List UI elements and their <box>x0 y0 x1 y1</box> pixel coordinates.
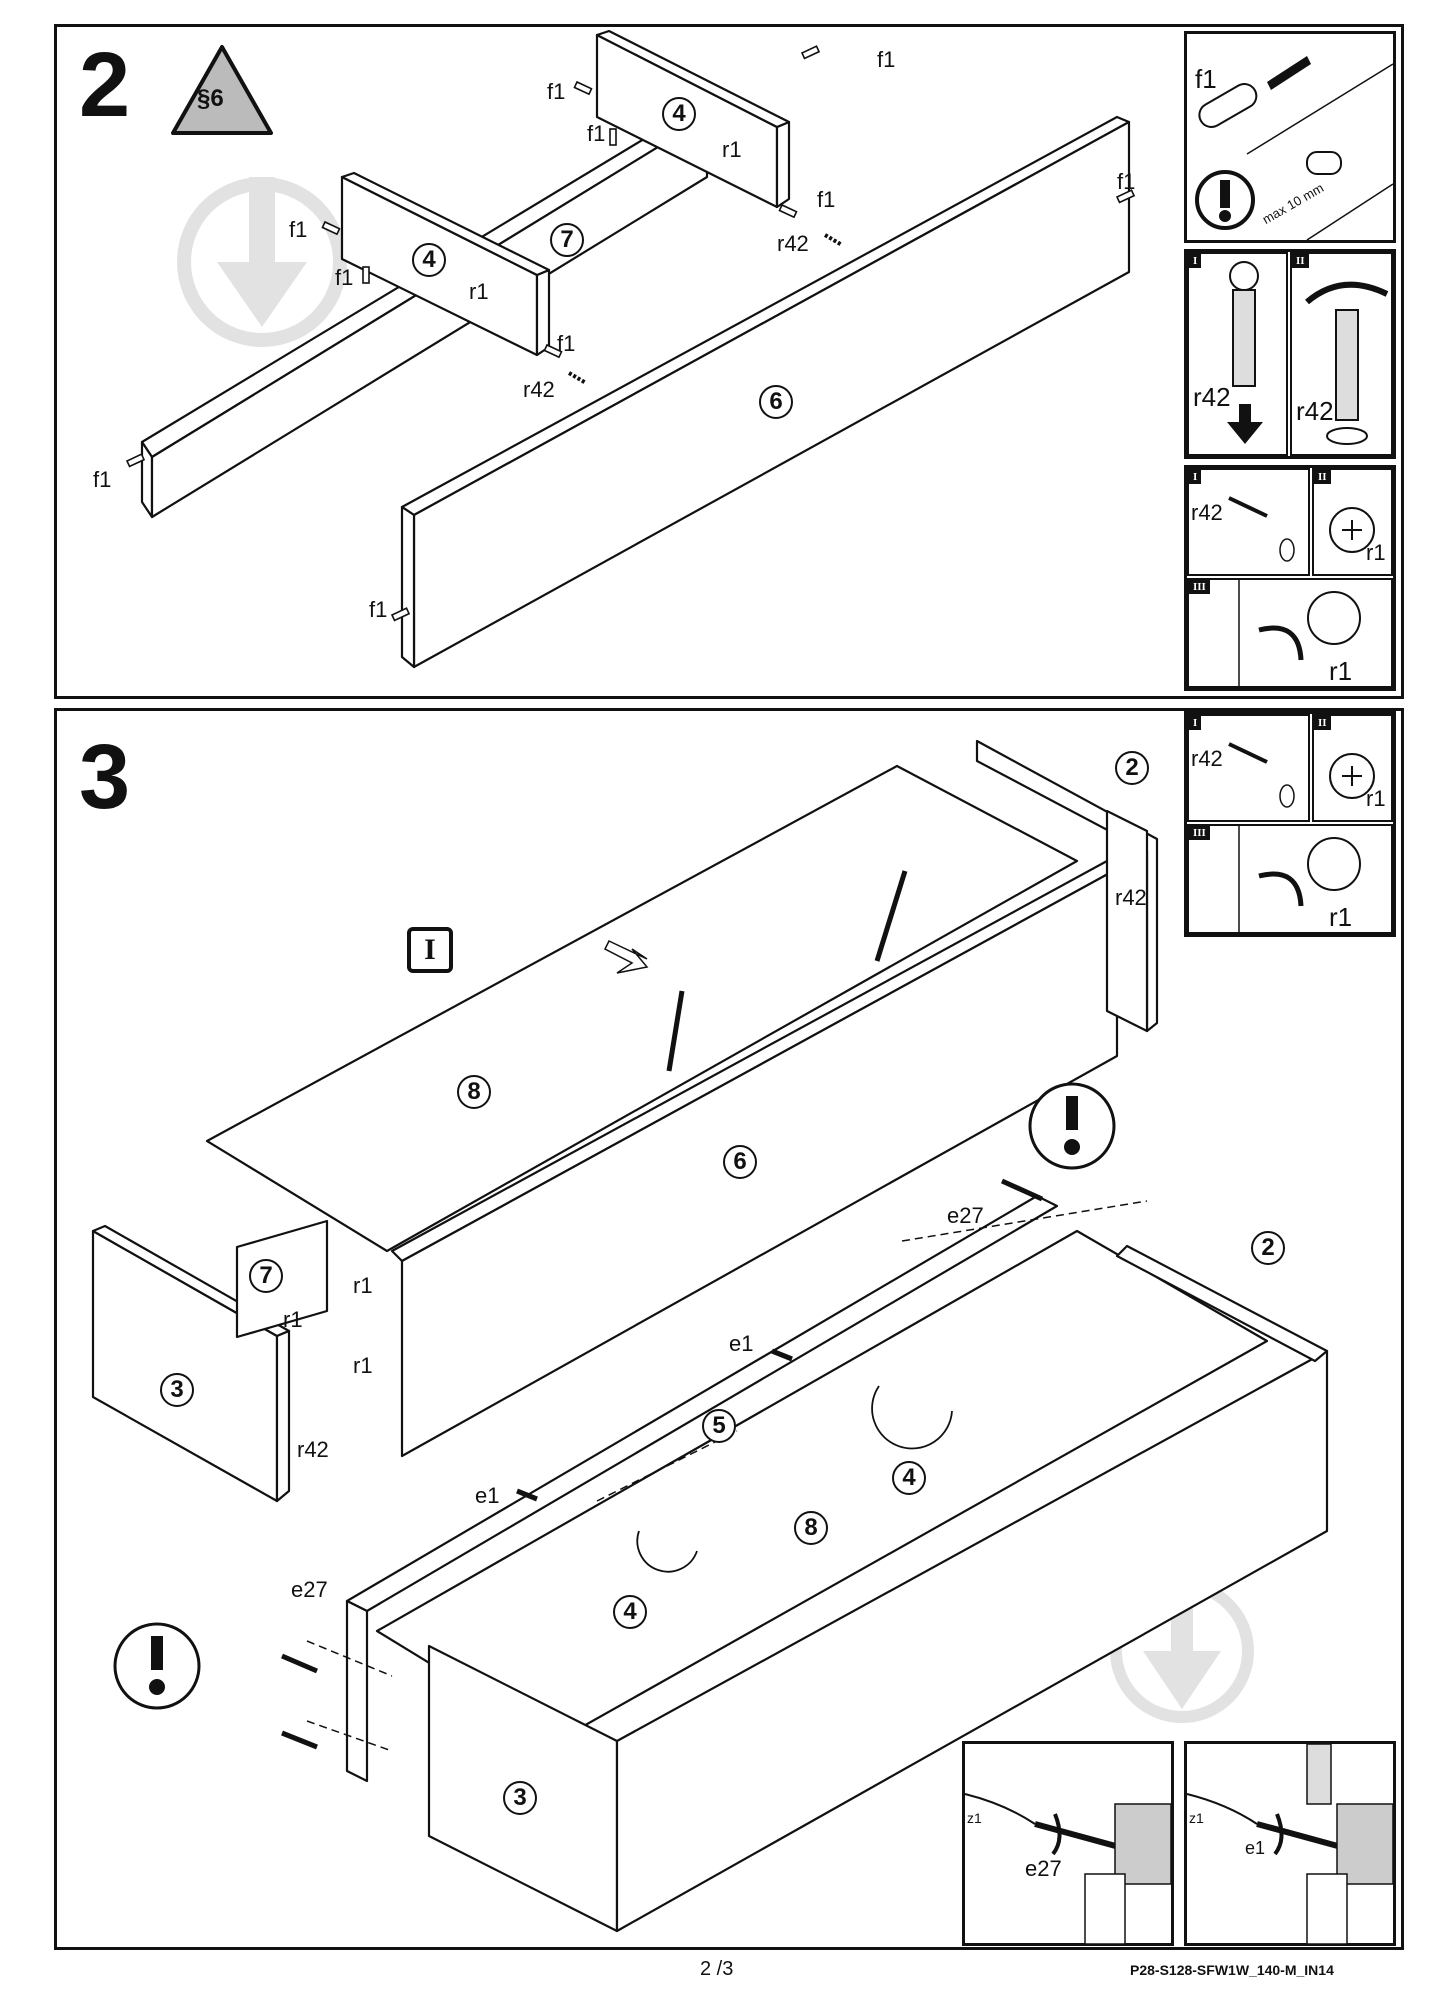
step-tag: I <box>1189 716 1202 730</box>
bolt-insert-icon <box>1228 496 1295 562</box>
label-r42: r42 <box>1115 885 1147 910</box>
tool-label: z1 <box>967 1810 982 1826</box>
step-3-panel: 3 I II <box>54 708 1404 1950</box>
label-r1: r1 <box>722 137 742 162</box>
cam-lock-inset: I r42 II r1 III r1 <box>1184 711 1396 937</box>
part-7-callout: 7 <box>249 1259 283 1293</box>
label-r1: r1 <box>353 1273 373 1298</box>
screw-label: e1 <box>1245 1838 1266 1858</box>
cam-lock-label: r1 <box>1329 902 1353 932</box>
cam-lock-icon <box>1329 753 1375 799</box>
step-tag: III <box>1189 826 1210 840</box>
label-r42: r42 <box>523 377 555 402</box>
label-r42: r42 <box>297 1437 329 1462</box>
tool-label: z1 <box>1189 1810 1204 1826</box>
label-r1: r1 <box>283 1307 303 1332</box>
part-3-callout: 3 <box>503 1781 537 1815</box>
label-f1: f1 <box>369 597 388 622</box>
dowel-label: f1 <box>1195 64 1217 94</box>
step-tag: I <box>1189 254 1202 268</box>
part-8-callout: 8 <box>457 1075 491 1109</box>
label-e1: e1 <box>729 1331 754 1356</box>
label-r1: r1 <box>353 1353 373 1378</box>
screw-e1-inset: z1 e1 <box>1184 1741 1396 1946</box>
cam-lock-inset: I r42 II r1 III r1 <box>1184 465 1396 691</box>
rotate-lock-icon <box>1238 826 1361 932</box>
label-e27: e27 <box>947 1203 984 1228</box>
attention-icon <box>1195 170 1255 230</box>
part-2-callout: 2 <box>1251 1231 1285 1265</box>
part-7-callout: 7 <box>550 223 584 257</box>
step-3-number: 3 <box>79 726 131 828</box>
step-tag: II <box>1314 716 1331 730</box>
screw-label: e27 <box>1025 1856 1062 1881</box>
step-tag: I <box>1189 470 1202 484</box>
label-e27: e27 <box>291 1577 328 1602</box>
cam-lock-label: r1 <box>1366 786 1386 811</box>
label-f1: f1 <box>547 79 566 104</box>
part-5-callout: 5 <box>702 1409 736 1443</box>
step-tag: II <box>1292 254 1309 268</box>
part-6-callout: 6 <box>723 1145 757 1179</box>
label-f1: f1 <box>289 217 308 242</box>
rotate-lock-icon <box>1238 580 1361 686</box>
screwdriver-e27-icon <box>964 1793 1172 1945</box>
page-number: 2 /3 <box>700 1958 734 1980</box>
cam-bolt-step-2: II r42 <box>1290 252 1393 456</box>
step-tag: II <box>1314 470 1331 484</box>
label-f1: f1 <box>1117 169 1136 194</box>
cam-lock-step-2: II r1 <box>1312 468 1393 576</box>
cam-lock-bolt-label: r42 <box>1191 746 1223 771</box>
cam-lock-step-2: II r1 <box>1312 714 1393 822</box>
warning-triangle-icon <box>171 45 273 135</box>
dowel-inset: f1 max 10 mm <box>1184 31 1396 243</box>
cam-bolt-label: r42 <box>1193 382 1231 412</box>
part-8-callout: 8 <box>794 1511 828 1545</box>
step-2-number: 2 <box>79 34 131 136</box>
warning-section-label: §6 <box>197 85 224 112</box>
part-2-callout: 2 <box>1115 751 1149 785</box>
step-2-drawing <box>125 29 1136 669</box>
phase-1-marker: I <box>407 927 453 973</box>
cam-bolt-label: r42 <box>1296 396 1334 426</box>
part-4-callout: 4 <box>412 243 446 277</box>
screwdriver-e1-icon <box>1186 1743 1394 1945</box>
cam-lock-step-3: III r1 <box>1187 578 1393 688</box>
label-f1: f1 <box>557 331 576 356</box>
label-f1: f1 <box>335 265 354 290</box>
label-f1: f1 <box>877 47 896 72</box>
cam-bolt-step-1: I r42 <box>1187 252 1288 456</box>
part-6-callout: 6 <box>759 385 793 419</box>
cam-lock-label: r1 <box>1366 540 1386 565</box>
document-code: P28-S128-SFW1W_140-M_IN14 <box>1130 1962 1334 1978</box>
cam-lock-step-1: I r42 <box>1187 714 1310 822</box>
label-f1: f1 <box>817 187 836 212</box>
cam-bolt-icon <box>1227 261 1263 444</box>
cam-lock-step-1: I r42 <box>1187 468 1310 576</box>
part-3-callout: 3 <box>160 1373 194 1407</box>
step-3-drawing <box>91 739 1329 1933</box>
cam-bolt-inset: I r42 II r42 <box>1184 249 1396 459</box>
cam-lock-icon <box>1329 507 1375 553</box>
part-4-callout: 4 <box>613 1595 647 1629</box>
label-e1: e1 <box>475 1483 500 1508</box>
cam-lock-bolt-label: r42 <box>1191 500 1223 525</box>
label-f1: f1 <box>93 467 112 492</box>
bolt-insert-icon <box>1228 742 1295 808</box>
label-r1: r1 <box>469 279 489 304</box>
rotate-arrow-icon <box>1305 281 1389 445</box>
part-4-callout: 4 <box>662 97 696 131</box>
step-2-panel: 2 §6 <box>54 24 1404 699</box>
part-4-callout: 4 <box>892 1461 926 1495</box>
watermark-icon <box>177 177 347 347</box>
cam-lock-label: r1 <box>1329 656 1353 686</box>
step-tag: III <box>1189 580 1210 594</box>
cam-lock-step-3: III r1 <box>1187 824 1393 934</box>
dowel-icon <box>1198 56 1394 241</box>
screw-e27-inset: z1 e27 <box>962 1741 1174 1946</box>
label-f1: f1 <box>587 121 606 146</box>
label-r42: r42 <box>777 231 809 256</box>
